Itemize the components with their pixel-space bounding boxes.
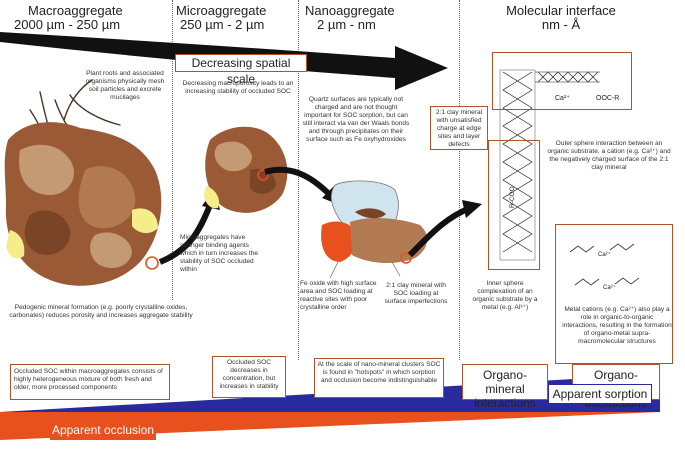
- macro-title: Macroaggregate: [28, 3, 123, 18]
- micro-title: Microaggregate: [176, 3, 267, 18]
- note-macroporosity: Decreasing macroporosity leads to an inc…: [182, 80, 294, 95]
- note-fe-oxide: Fe oxide with high surface area and SOC …: [300, 280, 377, 311]
- note-pedogenic: Pedogenic mineral formation (e.g. poorly…: [9, 304, 193, 319]
- nano-title: Nanoaggregate: [305, 3, 395, 18]
- flow-arrow-icon: [158, 203, 213, 265]
- molecular-frame-box: [492, 52, 632, 110]
- box-hotspots: At the scale of nano-mineral clusters SO…: [314, 358, 444, 398]
- note-clay-unsat: 2:1 clay mineral with unsatisfied charge…: [430, 106, 488, 150]
- clay-lattice-icon: [499, 69, 600, 261]
- scale-label-text: Decreasing spatial scale: [191, 56, 291, 86]
- note-inner-sphere: Inner sphere complexation of an organic …: [472, 280, 538, 311]
- micro-range: 250 µm - 2 µm: [180, 17, 265, 32]
- rcoo-label: R-COO: [509, 186, 516, 208]
- macro-range: 2000 µm - 250 µm: [14, 17, 121, 32]
- note-micro-binding: Microaggregates have stronger binding ag…: [180, 234, 259, 273]
- divider-nano-molecular: [459, 0, 460, 360]
- nano-range: 2 µm - nm: [317, 17, 376, 32]
- micro-aggregate-icon: [204, 126, 288, 213]
- label-occlusion-box: Apparent occlusion: [50, 420, 156, 440]
- nano-header: Nanoaggregate 2 µm - nm: [305, 4, 435, 32]
- label-sorption-box: Apparent sorption: [548, 384, 652, 404]
- ca-label: Ca²⁺: [555, 95, 570, 102]
- scale-label-box: Decreasing spatial scale: [175, 54, 307, 86]
- micro-header: Microaggregate 250 µm - 2 µm: [176, 4, 301, 32]
- note-plant-roots: Plant roots and associated organisms phy…: [85, 70, 165, 101]
- note-outer-sphere: Outer sphere interaction between an orga…: [547, 140, 671, 171]
- label-sorption: Apparent sorption: [552, 387, 648, 401]
- note-clay-loading: 2:1 clay mineral with SOC loading at sur…: [384, 282, 448, 305]
- box-occluded-micro: Occluded SOC decreases in concentration,…: [212, 356, 286, 398]
- nano-aggregate-icon: [321, 208, 428, 279]
- organo-organic-molecule-icon: [569, 243, 640, 286]
- ca-organic-label-2: Ca²⁺: [603, 284, 616, 291]
- molecular-title: Molecular interface: [506, 3, 616, 18]
- note-metal-cations: Metal cations (e.g. Ca²⁺) also play a ro…: [562, 306, 672, 345]
- organo-organic-frame-box: [555, 224, 673, 364]
- molecular-header: Molecular interface nm - Å: [486, 4, 636, 32]
- ca-organic-label: Ca²⁺: [598, 251, 611, 258]
- divider-macro-micro: [172, 0, 173, 300]
- box-occluded-macro: Occluded SOC within macroaggregates cons…: [10, 364, 170, 400]
- occlusion-wedge: [0, 412, 660, 440]
- note-quartz: Quartz surfaces are typically not charge…: [302, 96, 410, 143]
- macro-header: Macroaggregate 2000 µm - 250 µm: [14, 4, 164, 32]
- oocr-label: OOC-R: [596, 95, 619, 102]
- divider-micro-nano: [298, 0, 299, 360]
- macro-aggregate-icon: [4, 122, 162, 286]
- molecular-range: nm - Å: [541, 17, 581, 32]
- label-occlusion: Apparent occlusion: [51, 423, 155, 437]
- rcoo-frame-box: [488, 140, 540, 270]
- box-organo-mineral: Organo-mineral interactions: [462, 364, 548, 410]
